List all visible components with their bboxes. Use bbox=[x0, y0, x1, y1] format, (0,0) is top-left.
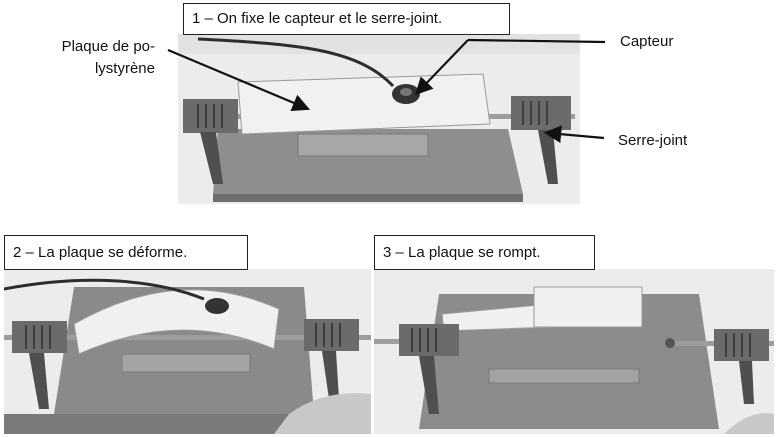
photo-step-1-illustration bbox=[178, 34, 580, 204]
label-plaque-line-2: lystyrène bbox=[94, 60, 155, 77]
photo-step-2 bbox=[4, 269, 371, 434]
photo-step-2-illustration bbox=[4, 269, 371, 434]
photo-step-3-illustration bbox=[374, 269, 774, 434]
step-1-caption: 1 – On fixe le capteur et le serre-joint… bbox=[183, 3, 510, 35]
step-2-caption: 2 – La plaque se déforme. bbox=[4, 235, 248, 270]
label-plaque-line-1: Plaque de po- bbox=[61, 38, 155, 55]
label-plaque-polystyrene: Plaque de po- lystyrène bbox=[40, 36, 155, 80]
label-capteur: Capteur bbox=[620, 33, 674, 50]
label-serre-joint: Serre-joint bbox=[618, 132, 688, 149]
photo-step-1 bbox=[178, 34, 580, 204]
photo-step-3 bbox=[374, 269, 774, 434]
step-3-caption: 3 – La plaque se rompt. bbox=[374, 235, 595, 270]
